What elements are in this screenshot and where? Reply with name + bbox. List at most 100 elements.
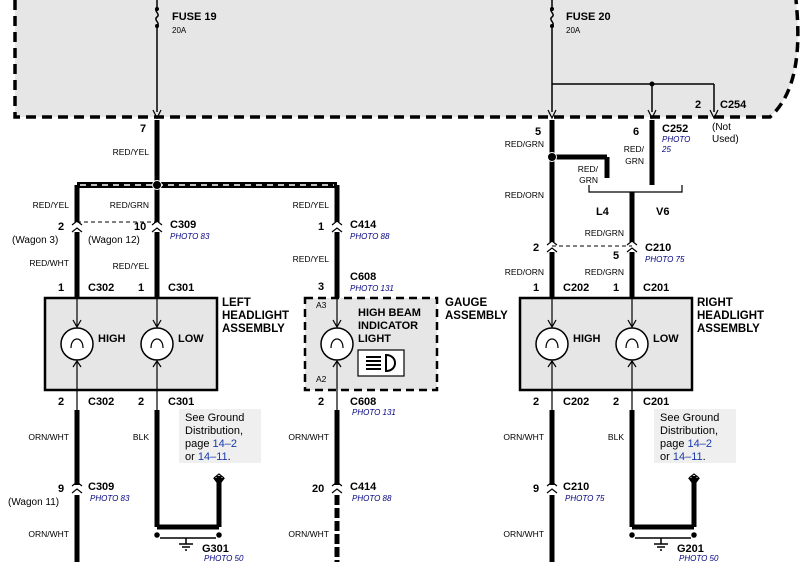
wire-label-red-grn-left: RED/GRN [110, 200, 149, 210]
c254-name: C254 [720, 99, 747, 111]
c302-lower-pin: 2 [58, 396, 64, 408]
c608-lower-name: C608 [350, 396, 376, 408]
c202-upper-name: C202 [563, 282, 589, 294]
wire-label-orn-wht-left: ORN/WHT [28, 432, 69, 442]
left-ground-link-14-2[interactable]: 14–2 [213, 438, 237, 450]
wire-label-red-yel-c608: RED/YEL [293, 254, 330, 264]
c301-lower-name: C301 [168, 396, 194, 408]
c608-upper-photo: PHOTO 131 [350, 284, 394, 293]
left-ground-note-2: Distribution, [185, 425, 243, 437]
right-ground-link-14-11[interactable]: 14–11 [673, 451, 703, 463]
c210-upper-pin-left: 2 [533, 242, 539, 254]
fuse-19-rating: 20A [172, 26, 187, 35]
ground-stub-left [213, 478, 225, 486]
c202-lower-name: C202 [563, 396, 589, 408]
left-assembly-title-3: ASSEMBLY [222, 323, 285, 335]
wire-label-orn-wht-gauge: ORN/WHT [288, 432, 329, 442]
variant-l4: L4 [596, 206, 610, 218]
c254-note-1: (Not [712, 122, 731, 133]
wire-label-blk-left: BLK [133, 432, 149, 442]
c414-upper-name: C414 [350, 219, 377, 231]
connector-chevrons [71, 220, 700, 494]
right-wires [547, 120, 697, 562]
c301-lower-pin: 2 [138, 396, 144, 408]
right-ground-note-4: or 14–11. [660, 451, 706, 463]
right-ground-note-bg [654, 409, 736, 463]
c309-upper-photo: PHOTO 83 [170, 232, 210, 241]
left-ground-note-bg [179, 409, 261, 463]
fuse-20-pin: 5 [535, 126, 541, 138]
wire-label-orn-wht-right: ORN/WHT [503, 432, 544, 442]
wire-label-red-orn-c202: RED/ORN [505, 267, 544, 277]
variant-v6: V6 [656, 206, 669, 218]
right-ground-note-1: See Ground [660, 412, 719, 424]
high-beam-indicator-icon [357, 349, 405, 377]
c309-upper-pin-left: 2 [58, 221, 64, 233]
c414-upper-photo: PHOTO 88 [350, 232, 390, 241]
ground-g201 [629, 532, 697, 551]
g201-photo: PHOTO 50 [679, 554, 719, 562]
c210-lower-photo: PHOTO 75 [565, 494, 605, 503]
ground-stub-right [688, 478, 700, 486]
gauge-bulb-label-3: LIGHT [358, 333, 391, 345]
fuse-20 [547, 0, 719, 120]
wire-label-red-orn-upper: RED/ORN [505, 190, 544, 200]
gauge-pin-a2: A2 [316, 374, 327, 384]
wire-label-orn-wht-right-bottom: ORN/WHT [503, 529, 544, 539]
wire-label-red-grn-c252-1: RED/ [624, 144, 645, 154]
c414-lower-pin: 20 [312, 483, 324, 495]
c210-lower-name: C210 [563, 481, 589, 493]
c309-lower-pin: 9 [58, 483, 64, 495]
gauge-assembly-title-2: ASSEMBLY [445, 310, 508, 322]
wire-label-red-yel-gauge: RED/YEL [293, 200, 330, 210]
fuse-20-rating: 20A [566, 26, 581, 35]
wire-label-red-wht: RED/WHT [29, 258, 69, 268]
c302-upper-pin: 1 [58, 282, 64, 294]
c210-upper-photo: PHOTO 75 [645, 255, 685, 264]
c210-upper-name: C210 [645, 242, 671, 254]
lamps [60, 298, 649, 410]
c309-lower-photo: PHOTO 83 [90, 494, 130, 503]
c201-upper-pin: 1 [613, 282, 619, 294]
wire-label-red-grn-split-2: GRN [579, 175, 598, 185]
wire-label-red-yel-main: RED/YEL [113, 147, 150, 157]
fuse-19 [152, 0, 162, 120]
c252-photo-2: 25 [661, 145, 671, 154]
c201-upper-name: C201 [643, 282, 669, 294]
c252-pin: 6 [633, 126, 639, 138]
c608-lower-photo: PHOTO 131 [352, 408, 396, 417]
g301-photo: PHOTO 50 [204, 554, 244, 562]
c302-lower-name: C302 [88, 396, 114, 408]
c201-lower-name: C201 [643, 396, 669, 408]
c301-upper-name: C301 [168, 282, 194, 294]
c608-lower-pin: 2 [318, 396, 324, 408]
wire-label-red-grn-c210: RED/GRN [585, 228, 624, 238]
c252-photo-1: PHOTO [662, 135, 690, 144]
c608-upper-pin: 3 [318, 281, 324, 293]
gauge-bulb-label-1: HIGH BEAM [358, 307, 421, 319]
left-low-label: LOW [178, 333, 204, 345]
fuse-panel [0, 0, 798, 117]
c414-lower-photo: PHOTO 88 [352, 494, 392, 503]
gauge-pin-a3: A3 [316, 300, 327, 310]
c210-lower-pin: 9 [533, 483, 539, 495]
left-assembly-title-1: LEFT [222, 297, 251, 309]
wire-label-red-grn-c201: RED/GRN [585, 267, 624, 277]
wire-label-red-grn-c252-2: GRN [625, 156, 644, 166]
right-ground-link-14-2[interactable]: 14–2 [688, 438, 712, 450]
wire-label-red-grn-split-1: RED/ [578, 164, 599, 174]
c309-lower-pin-note: (Wagon 11) [8, 497, 59, 508]
c309-upper-pin-right: 10 [134, 221, 146, 233]
wire-label-orn-wht-left-bottom: ORN/WHT [28, 529, 69, 539]
c252-name: C252 [662, 123, 688, 135]
wire-label-red-yel-left: RED/YEL [33, 200, 70, 210]
c309-lower-name: C309 [88, 481, 114, 493]
left-wires [74, 120, 340, 562]
left-ground-link-14-11[interactable]: 14–11 [198, 451, 228, 463]
c302-upper-name: C302 [88, 282, 114, 294]
c309-upper-name: C309 [170, 219, 196, 231]
left-high-label: HIGH [98, 333, 126, 345]
c414-lower-name: C414 [350, 481, 377, 493]
g301-name: G301 [202, 543, 229, 555]
